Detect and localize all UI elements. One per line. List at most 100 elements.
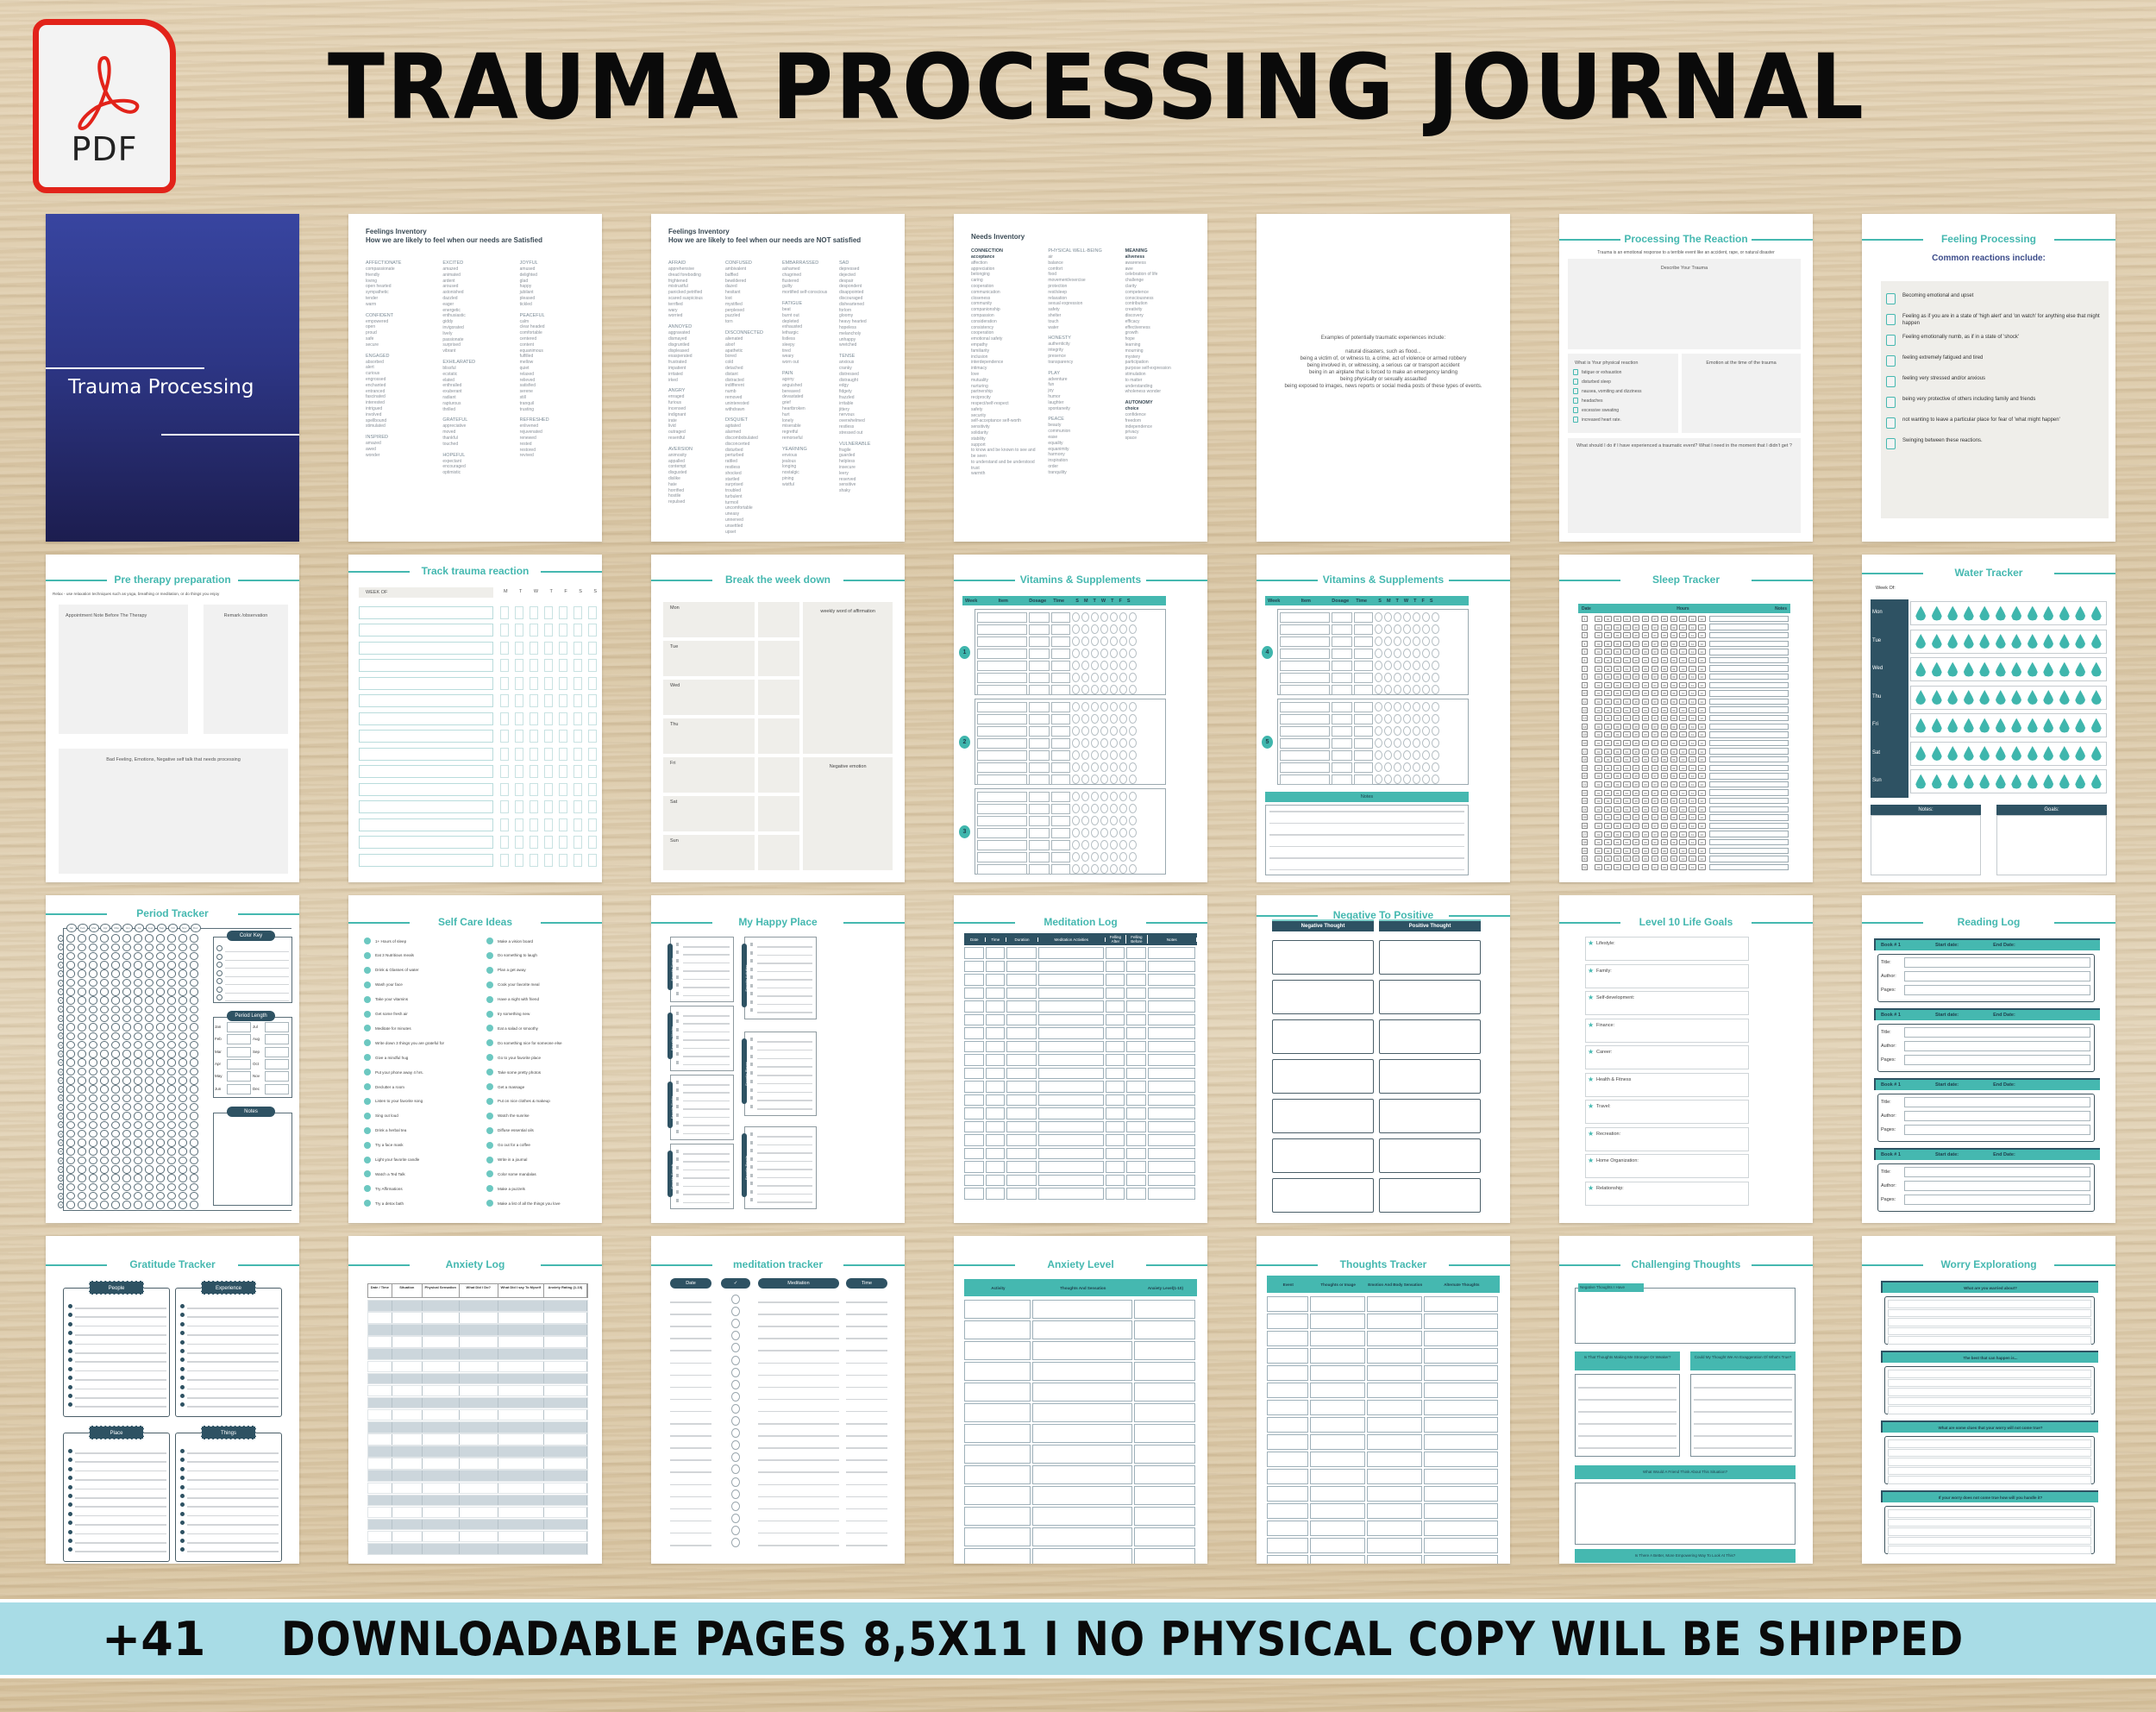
water-drop-icon[interactable] — [1979, 774, 1990, 789]
length-input[interactable] — [227, 1034, 251, 1045]
day-circle[interactable] — [1110, 685, 1118, 695]
table-cell[interactable] — [498, 1531, 544, 1542]
hour-box[interactable]: 03 — [1614, 649, 1621, 655]
table-cell[interactable] — [392, 1409, 423, 1420]
hour-box[interactable]: 04 — [1623, 814, 1631, 821]
answer-line[interactable] — [1888, 1466, 2091, 1475]
day-circle[interactable] — [155, 1040, 165, 1050]
table-cell[interactable] — [544, 1531, 588, 1542]
day-circle[interactable] — [77, 1023, 86, 1032]
item-input[interactable] — [1280, 648, 1330, 659]
hour-box[interactable]: 12 — [1698, 699, 1706, 705]
day-circle[interactable] — [1129, 738, 1137, 749]
day-circle[interactable] — [99, 1102, 109, 1112]
length-input[interactable] — [265, 1058, 289, 1069]
time-input[interactable] — [1051, 684, 1070, 695]
checkbox-icon[interactable] — [750, 959, 753, 963]
entry-line[interactable] — [75, 1406, 166, 1408]
day-circle[interactable] — [189, 1129, 198, 1138]
table-cell[interactable] — [1309, 1434, 1365, 1450]
day-checkbox[interactable] — [573, 712, 582, 725]
day-circle[interactable] — [88, 988, 97, 996]
time-input[interactable] — [1051, 660, 1070, 671]
time-line[interactable] — [846, 1483, 887, 1485]
day-circle[interactable] — [133, 1102, 142, 1112]
checklist-item[interactable]: fatigue or exhaustion — [1573, 369, 1678, 375]
time-line[interactable] — [846, 1459, 887, 1461]
hour-box[interactable]: 05 — [1632, 665, 1640, 672]
day-circle[interactable] — [133, 1067, 142, 1076]
table-cell[interactable] — [544, 1483, 588, 1493]
day-circle[interactable] — [110, 1085, 120, 1094]
table-cell[interactable] — [1147, 974, 1195, 986]
day-circle[interactable] — [77, 1182, 86, 1192]
day-checkbox[interactable] — [559, 659, 567, 673]
day-circle[interactable] — [155, 1058, 165, 1067]
hour-box[interactable]: 01 — [1595, 681, 1602, 688]
day-circle[interactable] — [1091, 685, 1099, 695]
day-circle[interactable] — [1072, 637, 1080, 647]
hour-box[interactable]: 06 — [1641, 798, 1650, 805]
date-line[interactable] — [670, 1338, 711, 1339]
table-cell[interactable] — [1366, 1417, 1422, 1433]
describe-trauma-box[interactable]: Describe Your Trauma — [1568, 259, 1801, 349]
water-drop-icon[interactable] — [2090, 634, 2102, 649]
hour-box[interactable]: 02 — [1604, 640, 1612, 647]
day-circle[interactable] — [1081, 804, 1089, 814]
day-circle[interactable] — [189, 1058, 198, 1067]
water-drop-icon[interactable] — [2043, 634, 2054, 649]
day-circle[interactable] — [144, 969, 154, 978]
hour-box[interactable]: 02 — [1604, 847, 1612, 854]
day-circle[interactable] — [133, 1120, 142, 1130]
day-circle[interactable] — [1432, 726, 1439, 737]
day-circle[interactable] — [155, 1138, 165, 1147]
day-circle[interactable] — [77, 1138, 86, 1147]
meditation-line[interactable] — [758, 1326, 839, 1327]
meditation-line[interactable] — [758, 1386, 839, 1389]
day-circle[interactable] — [1072, 750, 1080, 761]
hour-box[interactable]: 04 — [1623, 632, 1631, 639]
hour-box[interactable]: 10 — [1679, 798, 1687, 805]
table-cell[interactable] — [392, 1446, 423, 1457]
day-checkbox[interactable] — [573, 730, 582, 743]
table-cell[interactable] — [368, 1325, 392, 1335]
hour-box[interactable]: 02 — [1604, 856, 1612, 862]
table-cell[interactable] — [423, 1519, 460, 1530]
day-checkbox[interactable] — [515, 676, 523, 690]
day-circle[interactable] — [66, 1040, 75, 1050]
day-circle[interactable] — [189, 1094, 198, 1103]
day-checkbox[interactable] — [530, 730, 538, 743]
hour-box[interactable]: 07 — [1651, 640, 1659, 647]
day-circle[interactable] — [189, 988, 198, 996]
table-cell[interactable] — [1126, 947, 1146, 959]
hour-box[interactable]: 02 — [1604, 706, 1612, 713]
table-row[interactable] — [367, 1518, 588, 1531]
day-circle[interactable] — [1422, 661, 1430, 671]
day-circle[interactable] — [144, 1085, 154, 1094]
notes-input[interactable] — [1709, 822, 1789, 830]
answer-line[interactable] — [1888, 1439, 2091, 1448]
table-cell[interactable] — [985, 974, 1006, 986]
day-circle[interactable] — [122, 1138, 131, 1147]
day-circle[interactable] — [1100, 828, 1108, 838]
day-box[interactable]: Wed — [663, 680, 755, 715]
hour-box[interactable]: 05 — [1632, 764, 1640, 771]
table-cell[interactable] — [1366, 1383, 1422, 1398]
day-circle[interactable] — [66, 1112, 75, 1120]
water-drop-icon[interactable] — [1963, 774, 1974, 789]
hour-box[interactable]: 09 — [1670, 814, 1678, 821]
day-checkbox[interactable] — [573, 605, 582, 619]
hour-box[interactable]: 09 — [1670, 839, 1678, 846]
day-circle[interactable] — [1403, 685, 1411, 695]
day-circle[interactable] — [1072, 792, 1080, 802]
dosage-input[interactable] — [1332, 774, 1352, 785]
day-circle[interactable] — [144, 1040, 154, 1050]
time-input[interactable] — [1051, 839, 1070, 850]
hour-box[interactable]: 08 — [1660, 748, 1669, 755]
table-cell[interactable] — [985, 1134, 1006, 1146]
check-circle[interactable] — [731, 1501, 740, 1511]
day-circle[interactable] — [155, 1182, 165, 1192]
hour-box[interactable]: 07 — [1651, 831, 1659, 837]
hour-box[interactable]: 04 — [1623, 806, 1631, 812]
day-circle[interactable] — [189, 1182, 198, 1192]
